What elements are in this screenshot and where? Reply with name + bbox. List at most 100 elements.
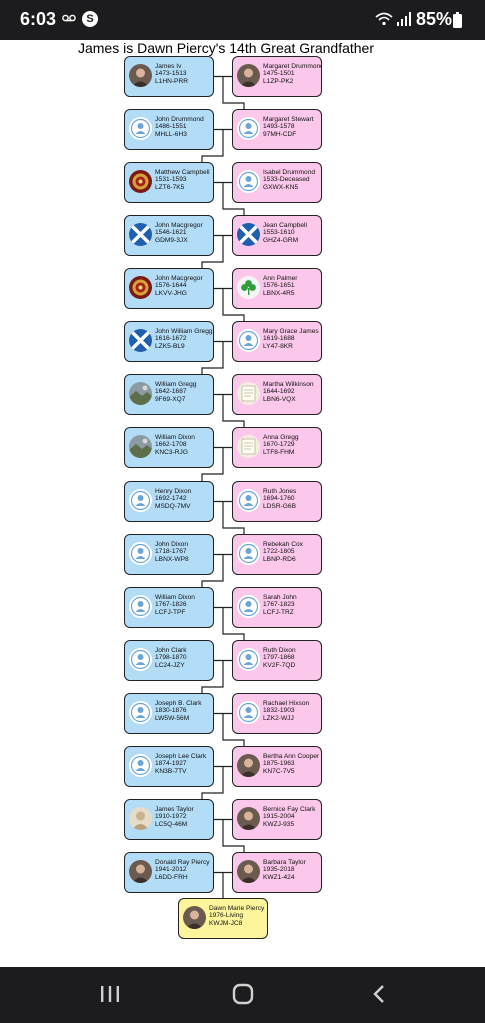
person-dates: 1662-1708 — [155, 441, 187, 449]
battery-icon — [453, 12, 462, 28]
clan-crest-icon — [129, 170, 152, 193]
person-id: MHLL-6H3 — [155, 130, 187, 138]
person-name: John Clark — [155, 647, 187, 654]
person-placeholder-icon — [129, 542, 152, 565]
person-placeholder-icon — [129, 701, 152, 724]
person-name: William Dixon — [155, 594, 195, 601]
person-name: Bernice Fay Clark — [263, 806, 316, 813]
home-button[interactable] — [228, 981, 258, 1007]
shamrock-icon — [237, 276, 260, 299]
person-dates: 1486-1551 — [155, 123, 187, 131]
person-name: Joseph Lee Clark — [155, 753, 207, 760]
tree-connectors — [201, 75, 245, 898]
scotland-flag-icon — [237, 223, 260, 246]
recent-apps-button[interactable] — [95, 981, 125, 1007]
person-name: James Taylor — [155, 806, 194, 813]
person-id: LCFJ-TPF — [155, 608, 186, 616]
person-name: Bertha Ann Cooper — [263, 753, 320, 760]
person-name: Ann Palmer — [263, 275, 298, 282]
person-dates: 1576-1644 — [155, 282, 187, 290]
person-dates: 1493-1578 — [263, 123, 295, 131]
person-dates: 1767-1823 — [263, 601, 295, 609]
person-dates: 1670-1729 — [263, 441, 295, 449]
person-id: L1ZP-PK2 — [263, 77, 294, 85]
person-placeholder-icon — [237, 329, 260, 352]
back-button[interactable] — [365, 981, 395, 1007]
person-dates: 1692-1742 — [155, 495, 187, 503]
person-id: LBNP-RD6 — [263, 555, 296, 563]
person-id: GHZ4-GRM — [263, 236, 299, 244]
person-dates: 1797-1868 — [263, 654, 295, 662]
person-name: John Macgregor — [155, 222, 203, 229]
person-id: LDSR-G6B — [263, 502, 296, 510]
person-dates: 1798-1870 — [155, 654, 187, 662]
person-dates: 1935-2018 — [263, 866, 295, 874]
portrait-photo — [129, 807, 152, 830]
person-placeholder-icon — [237, 701, 260, 724]
person-id: LY47-8KR — [263, 342, 293, 350]
person-dates: 1533-Deceased — [263, 176, 310, 184]
person-dates: 1875-1963 — [263, 760, 295, 768]
person-dates: 1767-1826 — [155, 601, 187, 609]
person-id: LZK2-WJJ — [263, 714, 294, 722]
person-name: Barbara Taylor — [263, 859, 306, 866]
person-id: LTF8-FHM — [263, 448, 295, 456]
person-id: LW5W-56M — [155, 714, 190, 722]
person-id: LBN6-VQX — [263, 395, 296, 403]
person-id: KV2F-7QD — [263, 661, 296, 669]
person-name: Isabel Drummond — [263, 169, 316, 176]
person-id: MSDQ-7MV — [155, 502, 191, 510]
person-id: KWZ1-424 — [263, 873, 295, 881]
person-name: Rebekah Cox — [263, 541, 303, 548]
